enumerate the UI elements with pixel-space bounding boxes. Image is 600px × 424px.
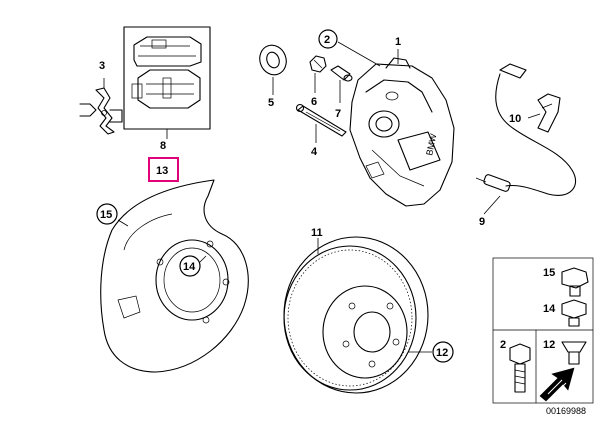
svg-text:11: 11 [311,227,323,239]
hardware-legend [492,257,594,404]
svg-text:14: 14 [183,261,196,273]
callout-9[interactable]: 9 [479,216,485,228]
wear-sensor-cable[interactable] [475,63,577,196]
anti-rattle-spring[interactable] [79,87,123,135]
callout-12[interactable]: 12 [432,341,454,363]
callout-15[interactable]: 15 [96,203,118,225]
svg-text:1: 1 [395,36,401,48]
callout-1[interactable]: 1 [395,36,401,48]
callout-6[interactable]: 6 [311,96,317,108]
bleeder-valve[interactable] [309,55,327,73]
svg-text:15: 15 [100,209,112,221]
svg-text:2: 2 [324,34,330,46]
legend-label-2: 2 [500,339,506,351]
callout-14[interactable]: 14 [179,255,201,277]
svg-text:12: 12 [436,347,448,359]
svg-text:5: 5 [268,97,274,109]
svg-text:10: 10 [509,113,521,125]
brake-disc[interactable] [283,236,429,394]
brake-backing-plate[interactable] [100,179,249,373]
hex-bolt-2[interactable] [509,343,531,393]
svg-text:4: 4 [311,146,318,158]
svg-text:8: 8 [160,140,166,152]
svg-text:13: 13 [156,165,168,177]
callout-10[interactable]: 10 [509,113,521,125]
svg-text:6: 6 [311,96,317,108]
callout-3[interactable]: 3 [99,60,105,72]
svg-text:7: 7 [335,108,341,120]
callout-13[interactable]: 13 [148,157,179,182]
leader-lines [103,41,541,353]
hex-screw-15[interactable] [561,267,589,297]
guide-bolt[interactable] [295,103,347,137]
direction-arrow-icon [539,367,575,402]
callout-8[interactable]: 8 [160,140,166,152]
callout-4[interactable]: 4 [311,146,318,158]
callout-5[interactable]: 5 [268,97,274,109]
hex-bolt-14[interactable] [561,299,587,327]
svg-text:3: 3 [99,60,105,72]
callout-2[interactable]: 2 [318,29,338,49]
svg-text:9: 9 [479,216,485,228]
brake-pad-set[interactable] [123,26,211,130]
countersunk-screw-12[interactable] [561,341,587,365]
legend-label-14: 14 [543,303,556,315]
diagram-id: 00169988 [546,406,586,416]
callout-7[interactable]: 7 [335,108,341,120]
legend-label-15: 15 [543,267,555,279]
legend-label-12: 12 [543,339,555,351]
sensor-clip[interactable] [537,93,561,133]
brake-caliper[interactable]: BMW [349,57,455,207]
dust-seal-ring[interactable] [256,41,291,78]
callout-11[interactable]: 11 [311,227,323,239]
dust-cap[interactable] [330,65,353,82]
svg-text:BMW: BMW [424,132,438,156]
